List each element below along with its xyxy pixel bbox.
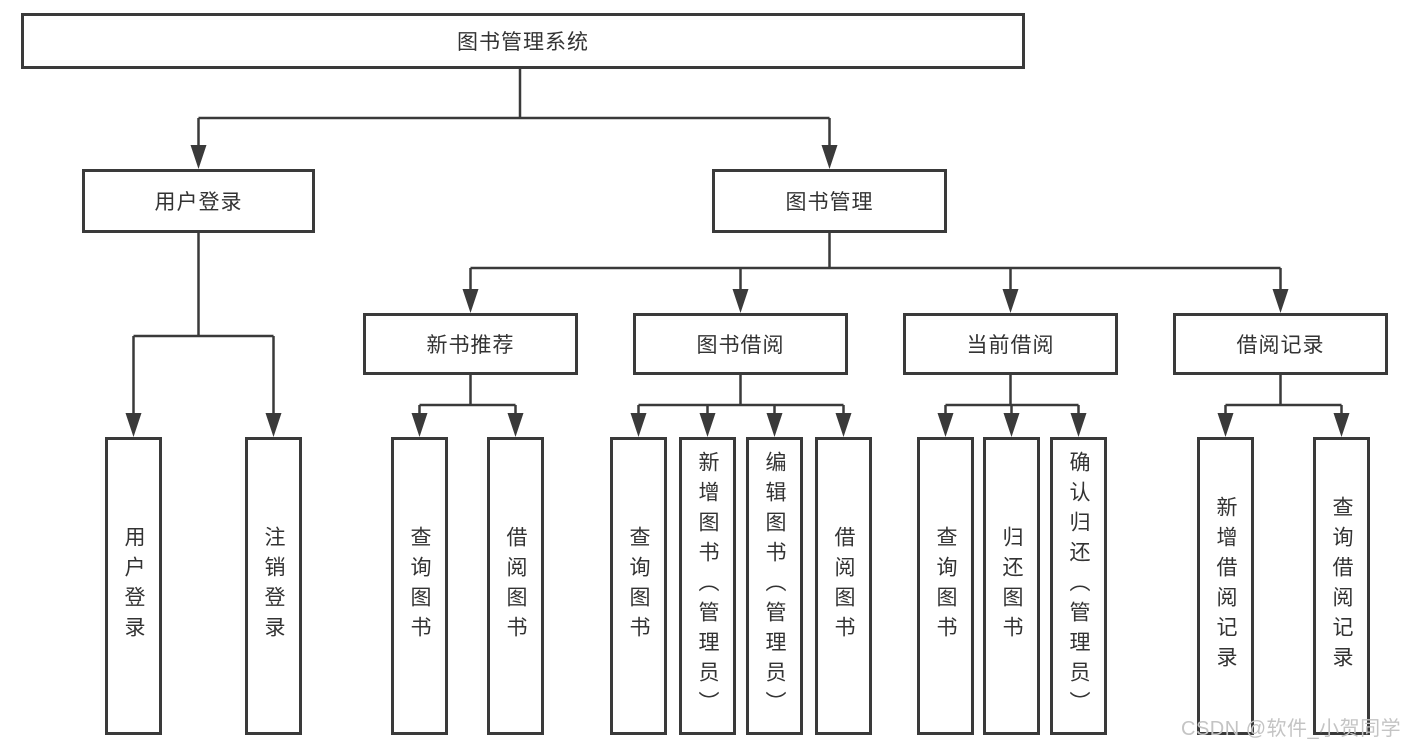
node-current-borrowing: 当前借阅 (903, 313, 1118, 375)
leaf-borrow-borrow-books: 借阅图书 (815, 437, 872, 735)
leaf-user-login: 用户登录 (105, 437, 162, 735)
node-current-borrowing-label: 当前借阅 (966, 334, 1055, 357)
node-borrowing-records: 借阅记录 (1173, 313, 1388, 375)
leaf-current-query-books-label: 查询图书 (934, 526, 957, 646)
node-book-management-label: 图书管理 (785, 191, 874, 214)
node-root-label: 图书管理系统 (457, 31, 589, 54)
csdn-watermark: CSDN @软件_小贺同学 (1181, 718, 1402, 740)
leaf-borrow-edit-books-admin: 编辑图书（管理员） (746, 437, 803, 735)
leaf-records-add-record: 新增借阅记录 (1197, 437, 1254, 735)
leaf-borrow-add-books-admin-label: 新增图书（管理员） (696, 451, 719, 721)
node-book-borrowing: 图书借阅 (633, 313, 848, 375)
leaf-current-confirm-return-admin: 确认归还（管理员） (1050, 437, 1107, 735)
node-borrowing-records-label: 借阅记录 (1236, 334, 1325, 357)
leaf-borrow-query-books-label: 查询图书 (627, 526, 650, 646)
leaf-records-query-record-label: 查询借阅记录 (1330, 496, 1353, 676)
leaf-records-add-record-label: 新增借阅记录 (1214, 496, 1237, 676)
node-book-management: 图书管理 (712, 169, 947, 233)
node-new-book-recommendation: 新书推荐 (363, 313, 578, 375)
leaf-logout: 注销登录 (245, 437, 302, 735)
leaf-current-return-books-label: 归还图书 (1000, 526, 1023, 646)
leaf-logout-label: 注销登录 (262, 526, 285, 646)
leaf-borrow-add-books-admin: 新增图书（管理员） (679, 437, 736, 735)
leaf-records-query-record: 查询借阅记录 (1313, 437, 1370, 735)
node-root: 图书管理系统 (21, 13, 1025, 69)
leaf-borrow-borrow-books-label: 借阅图书 (832, 526, 855, 646)
leaf-current-query-books: 查询图书 (917, 437, 974, 735)
node-new-book-recommendation-label: 新书推荐 (426, 334, 515, 357)
leaf-user-login-label: 用户登录 (122, 526, 145, 646)
leaf-borrow-query-books: 查询图书 (610, 437, 667, 735)
leaf-borrow-edit-books-admin-label: 编辑图书（管理员） (763, 451, 786, 721)
node-user-login: 用户登录 (82, 169, 315, 233)
leaf-recommend-borrow-books: 借阅图书 (487, 437, 544, 735)
leaf-current-return-books: 归还图书 (983, 437, 1040, 735)
node-user-login-label: 用户登录 (154, 191, 243, 214)
leaf-recommend-query-books: 查询图书 (391, 437, 448, 735)
leaf-recommend-query-books-label: 查询图书 (408, 526, 431, 646)
leaf-recommend-borrow-books-label: 借阅图书 (504, 526, 527, 646)
node-book-borrowing-label: 图书借阅 (696, 334, 785, 357)
leaf-current-confirm-return-admin-label: 确认归还（管理员） (1067, 451, 1090, 721)
